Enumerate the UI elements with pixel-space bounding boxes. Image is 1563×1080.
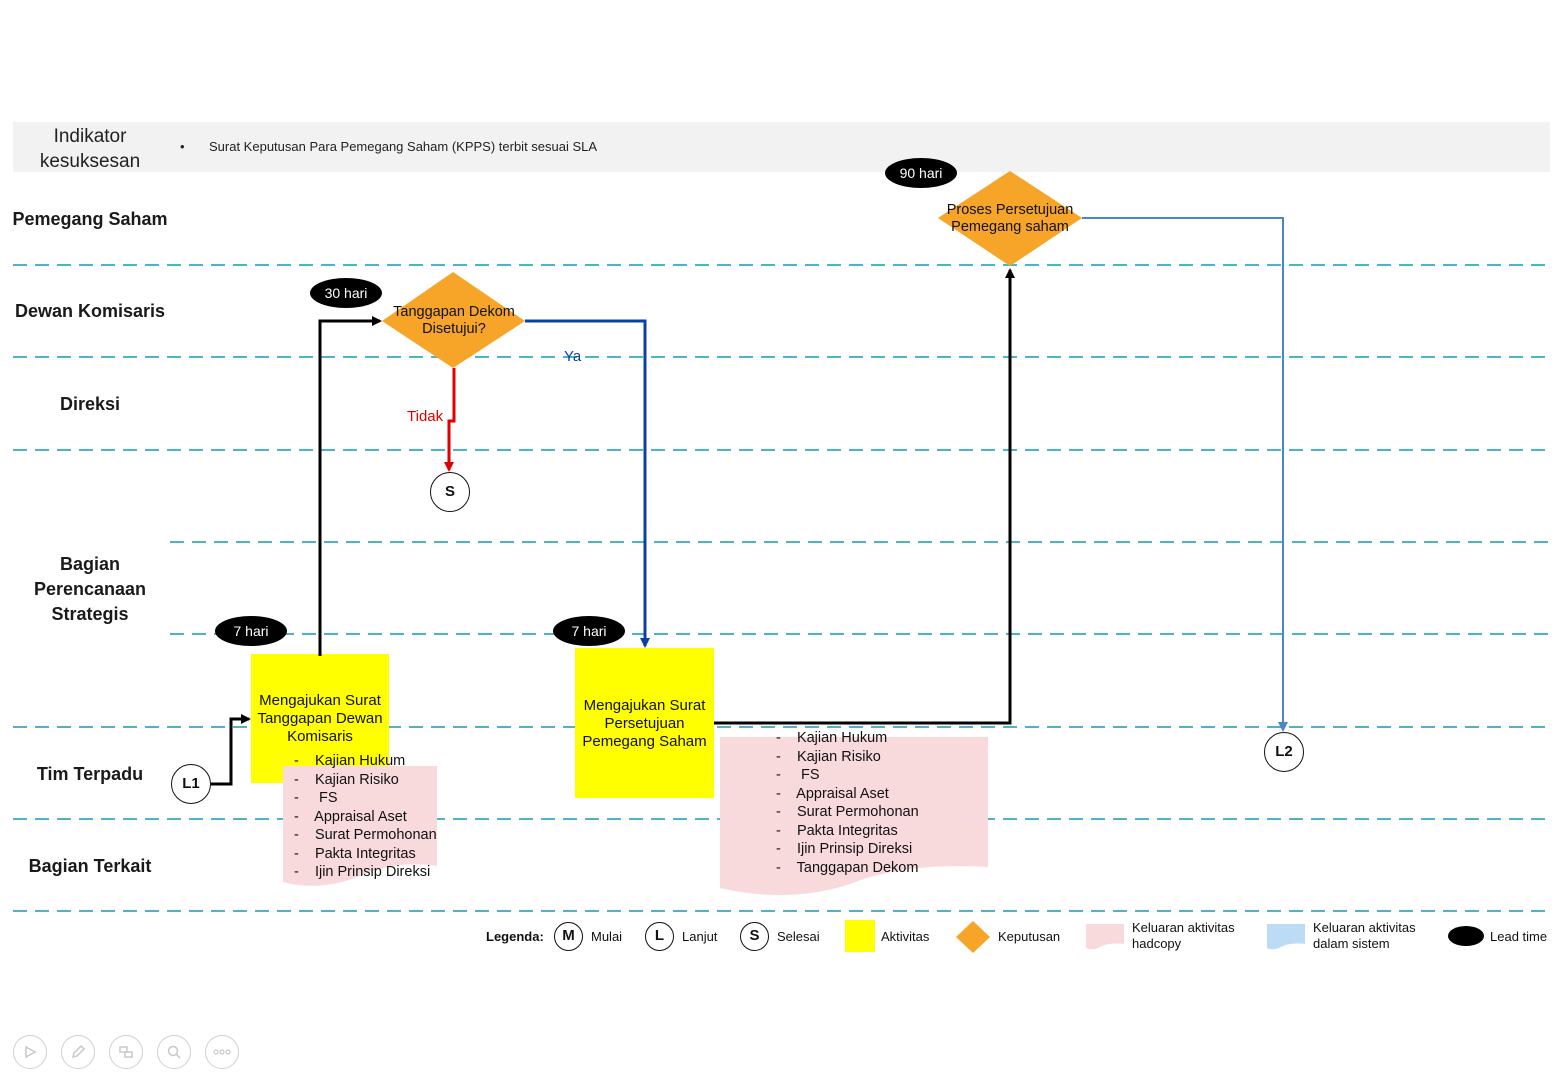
zoom-icon[interactable] bbox=[157, 1035, 191, 1069]
lead-time-pill bbox=[310, 278, 382, 308]
legend-hardcopy-label: Keluaran aktivitas hadcopy bbox=[1132, 920, 1235, 951]
lead-time-label: 30 hari bbox=[324, 285, 368, 301]
activity-box-2-label: Mengajukan Surat Persetujuan Pemegang Sa… bbox=[582, 697, 707, 750]
indicator-title: Indikator kesuksesan bbox=[39, 126, 141, 172]
lead-time-label: 90 hari bbox=[899, 165, 943, 181]
decision-diamond-1 bbox=[382, 272, 525, 368]
decision-2-label: Proses Persetujuan Pemegang saham bbox=[946, 202, 1074, 235]
legend-lanjut-symbol: L bbox=[645, 922, 674, 951]
decision-diamond-2 bbox=[938, 171, 1082, 266]
legend-aktivitas-label: Aktivitas bbox=[881, 929, 930, 944]
flow-ya bbox=[525, 319, 650, 648]
document-shape-1 bbox=[283, 766, 437, 886]
document-shape-2 bbox=[720, 737, 988, 896]
lead-time-pill bbox=[885, 158, 957, 188]
document-1-list: - Kajian Hukum - Kajian Risiko - FS - Ap… bbox=[294, 753, 437, 880]
document-2-list: - Kajian Hukum - Kajian Risiko - FS - Ap… bbox=[776, 730, 919, 876]
connector-selesai: S bbox=[430, 472, 470, 512]
play-icon[interactable] bbox=[13, 1035, 47, 1069]
flow-tidak bbox=[444, 368, 456, 472]
flow-box2-to-decision2 bbox=[714, 268, 1015, 725]
legend-mulai-label: Mulai bbox=[591, 929, 623, 944]
legend-lanjut-label: Lanjut bbox=[682, 929, 718, 944]
lane-label-dewan-komisaris: Dewan Komisaris bbox=[14, 301, 166, 321]
legend-sistem-label: Keluaran aktivitas dalam sistem bbox=[1313, 920, 1416, 951]
decision-1-label: Tanggapan Dekom Disetujui? bbox=[393, 304, 515, 337]
edge-label-tidak: Tidak bbox=[407, 408, 444, 425]
indicator-text: Surat Keputusan Para Pemegang Saham (KPP… bbox=[209, 139, 598, 154]
legend-hardcopy-swatch bbox=[1086, 924, 1124, 950]
connector-l1: L1 bbox=[171, 764, 211, 804]
indicator-bar bbox=[13, 122, 1550, 172]
legend-title: Legenda: bbox=[486, 929, 544, 944]
connector-l2: L2 bbox=[1264, 732, 1304, 772]
lead-time-label: 7 hari bbox=[571, 623, 607, 639]
lane-label-tim-terpadu: Tim Terpadu bbox=[36, 764, 144, 784]
legend-sistem-swatch bbox=[1267, 924, 1305, 950]
pen-icon[interactable] bbox=[61, 1035, 95, 1069]
lane-label-bagian-perencanaan: Bagian Perencanaan Strategis bbox=[33, 554, 147, 624]
lane-label-pemegang-saham: Pemegang Saham bbox=[12, 209, 168, 229]
lead-time-pill bbox=[215, 616, 287, 646]
legend-lead-time-label: Lead time bbox=[1490, 929, 1548, 944]
activity-box-1-label: Mengajukan Surat Tanggapan Dewan Komisar… bbox=[257, 692, 383, 745]
lead-time-label: 7 hari bbox=[233, 623, 269, 639]
activity-box-1 bbox=[251, 654, 389, 783]
legend-aktivitas-swatch bbox=[845, 920, 875, 952]
flow-box1-to-decision1 bbox=[318, 316, 382, 656]
legend-mulai-symbol: M bbox=[554, 922, 583, 951]
lane-label-bagian-terkait: Bagian Terkait bbox=[28, 856, 152, 876]
legend-keputusan-swatch bbox=[956, 921, 990, 953]
edge-label-ya: Ya bbox=[564, 348, 582, 365]
flow-decision2-to-l2 bbox=[1082, 217, 1288, 732]
indicator-bullet: • bbox=[180, 139, 185, 154]
more-icon[interactable] bbox=[205, 1035, 239, 1069]
legend-keputusan-label: Keputusan bbox=[998, 929, 1061, 944]
lane-dividers bbox=[13, 264, 1550, 912]
legend-selesai-symbol: S bbox=[740, 922, 769, 951]
slides-icon[interactable] bbox=[109, 1035, 143, 1069]
activity-box-2 bbox=[575, 648, 714, 798]
flow-l1-to-box1 bbox=[211, 714, 251, 786]
lane-label-direksi: Direksi bbox=[59, 394, 121, 414]
lead-time-pill bbox=[553, 616, 625, 646]
legend-selesai-label: Selesai bbox=[777, 929, 820, 944]
legend-lead-time-swatch bbox=[1448, 926, 1484, 946]
